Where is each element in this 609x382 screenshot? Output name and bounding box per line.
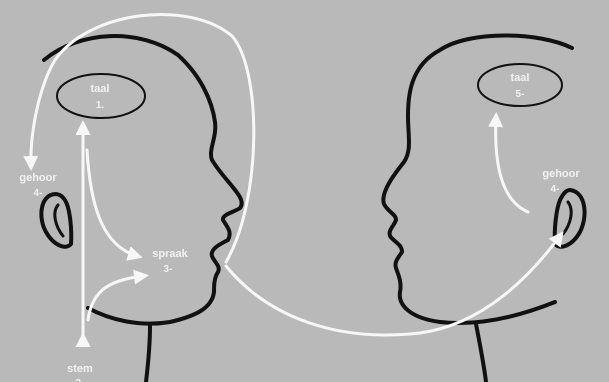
stem-number: 2- bbox=[76, 378, 85, 382]
spraak-label: spraak bbox=[152, 248, 188, 260]
gehoor-taal-arrow bbox=[496, 118, 528, 212]
left-gehoor-number: 4- bbox=[34, 188, 43, 199]
spraak-number: 3- bbox=[164, 264, 173, 275]
left-gehoor-label: gehoor bbox=[19, 172, 57, 184]
right-taal-label: taal bbox=[511, 72, 530, 84]
stem-label: stem bbox=[67, 363, 93, 375]
left-taal-ellipse bbox=[57, 74, 145, 118]
left-ear-inner bbox=[55, 205, 63, 236]
left-neck bbox=[146, 326, 150, 382]
feedback-loop-arrow bbox=[31, 14, 254, 262]
right-ear-inner bbox=[563, 202, 571, 234]
sound-wave-arrow bbox=[226, 236, 560, 335]
right-gehoor-label: gehoor bbox=[542, 168, 580, 180]
right-neck bbox=[476, 324, 486, 382]
arrows bbox=[31, 14, 560, 338]
right-taal-number: 5- bbox=[516, 89, 525, 100]
right-gehoor-number: 4- bbox=[551, 184, 560, 195]
right-head bbox=[383, 36, 584, 382]
taal-spraak-arrow bbox=[87, 150, 137, 256]
left-taal-label: taal bbox=[91, 83, 110, 95]
left-taal-number: 1. bbox=[96, 100, 105, 111]
